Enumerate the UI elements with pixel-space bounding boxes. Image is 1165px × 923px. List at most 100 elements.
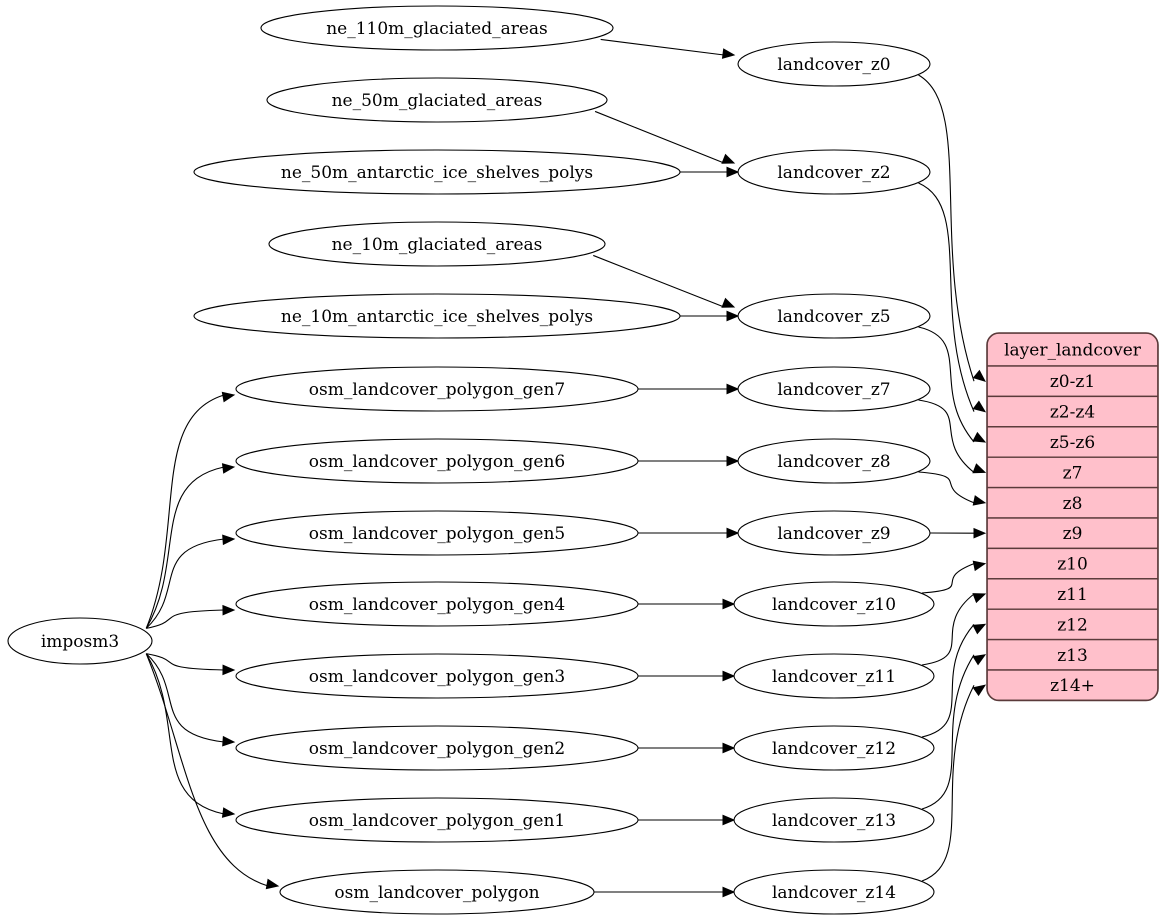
- table-row-z11[interactable]: z11: [987, 578, 1158, 610]
- node-label: landcover_z9: [777, 524, 890, 544]
- edge-arrowhead: [721, 297, 736, 308]
- table-row-z9[interactable]: z9: [987, 517, 1158, 550]
- table-row-rect[interactable]: [987, 365, 1158, 398]
- edge-arrowhead: [972, 654, 987, 666]
- table-row-z10[interactable]: z10: [987, 547, 1158, 580]
- node-landcover_z5[interactable]: landcover_z5: [737, 293, 931, 339]
- table-row-z0-z1[interactable]: z0-z1: [987, 365, 1158, 398]
- node-ne_50m_antarctic_ice_shelves_polys[interactable]: ne_50m_antarctic_ice_shelves_polys: [193, 149, 681, 195]
- source-node-ellipse[interactable]: [266, 77, 608, 123]
- node-label: ne_50m_glaciated_areas: [332, 91, 543, 111]
- edge-imposm3-to-osm_landcover_polygon_gen3: [146, 653, 225, 671]
- source-node-ellipse[interactable]: [235, 797, 639, 843]
- node-label: osm_landcover_polygon_gen7: [309, 380, 565, 400]
- table-row-rect[interactable]: [987, 426, 1158, 458]
- edge-arrowhead: [972, 623, 987, 635]
- edge-landcover_z7-to-row_z7: [918, 399, 975, 473]
- node-landcover_z13[interactable]: landcover_z13: [733, 797, 935, 843]
- table-row-label: z10: [1057, 555, 1088, 575]
- node-landcover_z8[interactable]: landcover_z8: [737, 438, 931, 484]
- node-osm_landcover_polygon_gen5[interactable]: osm_landcover_polygon_gen5: [235, 510, 639, 556]
- source-node-ellipse[interactable]: [235, 366, 639, 412]
- node-label: osm_landcover_polygon_gen3: [309, 667, 565, 687]
- edge-arrowhead: [972, 593, 987, 604]
- node-landcover_z10[interactable]: landcover_z10: [733, 581, 935, 627]
- mid-node-ellipse[interactable]: [733, 725, 935, 771]
- node-landcover_z14[interactable]: landcover_z14: [733, 869, 935, 915]
- node-label: ne_10m_antarctic_ice_shelves_polys: [281, 307, 593, 327]
- node-ne_10m_glaciated_areas[interactable]: ne_10m_glaciated_areas: [268, 221, 606, 267]
- mid-node-ellipse[interactable]: [733, 797, 935, 843]
- edge-arrowhead: [222, 735, 236, 747]
- mid-node-ellipse[interactable]: [733, 581, 935, 627]
- table-row-z13[interactable]: z13: [987, 638, 1158, 671]
- node-landcover_z9[interactable]: landcover_z9: [737, 510, 931, 556]
- table-row-rect[interactable]: [987, 608, 1158, 641]
- table-row-z7[interactable]: z7: [987, 456, 1158, 489]
- table-row-z2-z4[interactable]: z2-z4: [987, 395, 1158, 428]
- node-landcover_z11[interactable]: landcover_z11: [733, 653, 935, 699]
- node-ne_50m_glaciated_areas[interactable]: ne_50m_glaciated_areas: [266, 77, 608, 123]
- edge-imposm3-to-osm_landcover_polygon_gen5: [145, 538, 225, 629]
- source-node-ellipse[interactable]: [260, 5, 614, 51]
- edge-landcover_z11-to-row_z11: [921, 593, 975, 666]
- node-label: ne_50m_antarctic_ice_shelves_polys: [281, 163, 593, 183]
- mid-node-ellipse[interactable]: [737, 41, 931, 87]
- mid-node-ellipse[interactable]: [737, 438, 931, 484]
- source-node-ellipse[interactable]: [193, 293, 681, 339]
- source-node-ellipse[interactable]: [235, 438, 639, 484]
- edge-arrowhead: [222, 604, 236, 616]
- node-osm_landcover_polygon_gen7[interactable]: osm_landcover_polygon_gen7: [235, 366, 639, 412]
- node-ne_110m_glaciated_areas[interactable]: ne_110m_glaciated_areas: [260, 5, 614, 51]
- edge-arrowhead: [721, 153, 736, 164]
- node-osm_landcover_polygon_gen4[interactable]: osm_landcover_polygon_gen4: [235, 581, 639, 627]
- table-row-z5-z6[interactable]: z5-z6: [987, 426, 1158, 458]
- table-row-label: z12: [1057, 615, 1088, 635]
- mid-node-ellipse[interactable]: [733, 653, 935, 699]
- source-node-ellipse[interactable]: [235, 653, 639, 699]
- source-node-ellipse[interactable]: [235, 725, 639, 771]
- table-row-z12[interactable]: z12: [987, 608, 1158, 641]
- node-osm_landcover_polygon_gen1[interactable]: osm_landcover_polygon_gen1: [235, 797, 639, 843]
- edge-arrowhead: [722, 814, 736, 826]
- mid-node-ellipse[interactable]: [737, 366, 931, 412]
- table-row-z8[interactable]: z8: [987, 486, 1158, 519]
- mid-node-ellipse[interactable]: [737, 510, 931, 556]
- node-ne_10m_antarctic_ice_shelves_polys[interactable]: ne_10m_antarctic_ice_shelves_polys: [193, 293, 681, 339]
- edge-imposm3-to-osm_landcover_polygon_gen6: [145, 466, 225, 629]
- edge-landcover_z8-to-row_z8: [918, 471, 975, 504]
- mid-node-ellipse[interactable]: [733, 869, 935, 915]
- edge-arrowhead: [221, 391, 236, 403]
- edge-landcover_z12-to-row_z12: [921, 624, 975, 738]
- edge-arrowhead: [722, 742, 736, 754]
- source-node-ellipse[interactable]: [193, 149, 681, 195]
- source-node-ellipse[interactable]: [268, 221, 606, 267]
- mid-node-ellipse[interactable]: [737, 293, 931, 339]
- node-osm_landcover_polygon_gen6[interactable]: osm_landcover_polygon_gen6: [235, 438, 639, 484]
- node-landcover_z7[interactable]: landcover_z7: [737, 366, 931, 412]
- node-osm_landcover_polygon[interactable]: osm_landcover_polygon: [279, 869, 595, 915]
- node-landcover_z0[interactable]: landcover_z0: [737, 41, 931, 87]
- node-osm_landcover_polygon_gen3[interactable]: osm_landcover_polygon_gen3: [235, 653, 639, 699]
- edge-arrowhead: [726, 166, 740, 178]
- node-label: landcover_z14: [772, 883, 896, 903]
- table-row-rect[interactable]: [987, 669, 1158, 701]
- node-label: osm_landcover_polygon_gen1: [309, 811, 565, 831]
- source-node-ellipse[interactable]: [279, 869, 595, 915]
- source-node-ellipse[interactable]: [235, 510, 639, 556]
- node-landcover_z12[interactable]: landcover_z12: [733, 725, 935, 771]
- edge-arrowhead: [722, 670, 736, 682]
- node-imposm3[interactable]: imposm3: [7, 617, 153, 665]
- edge-arrowhead: [972, 495, 987, 506]
- edge-imposm3-to-osm_landcover_polygon_gen2: [145, 653, 225, 743]
- source-node-ellipse[interactable]: [235, 581, 639, 627]
- node-label: osm_landcover_polygon_gen2: [309, 739, 565, 759]
- table-row-z14+[interactable]: z14+: [987, 669, 1158, 701]
- mid-node-ellipse[interactable]: [737, 149, 931, 195]
- root-node-ellipse[interactable]: [7, 617, 153, 665]
- node-label: landcover_z5: [777, 307, 890, 327]
- table-rows-clip: layer_landcoverz0-z1z2-z4z5-z6z7z8z9z10z…: [987, 333, 1158, 701]
- node-osm_landcover_polygon_gen2[interactable]: osm_landcover_polygon_gen2: [235, 725, 639, 771]
- node-landcover_z2[interactable]: landcover_z2: [737, 149, 931, 195]
